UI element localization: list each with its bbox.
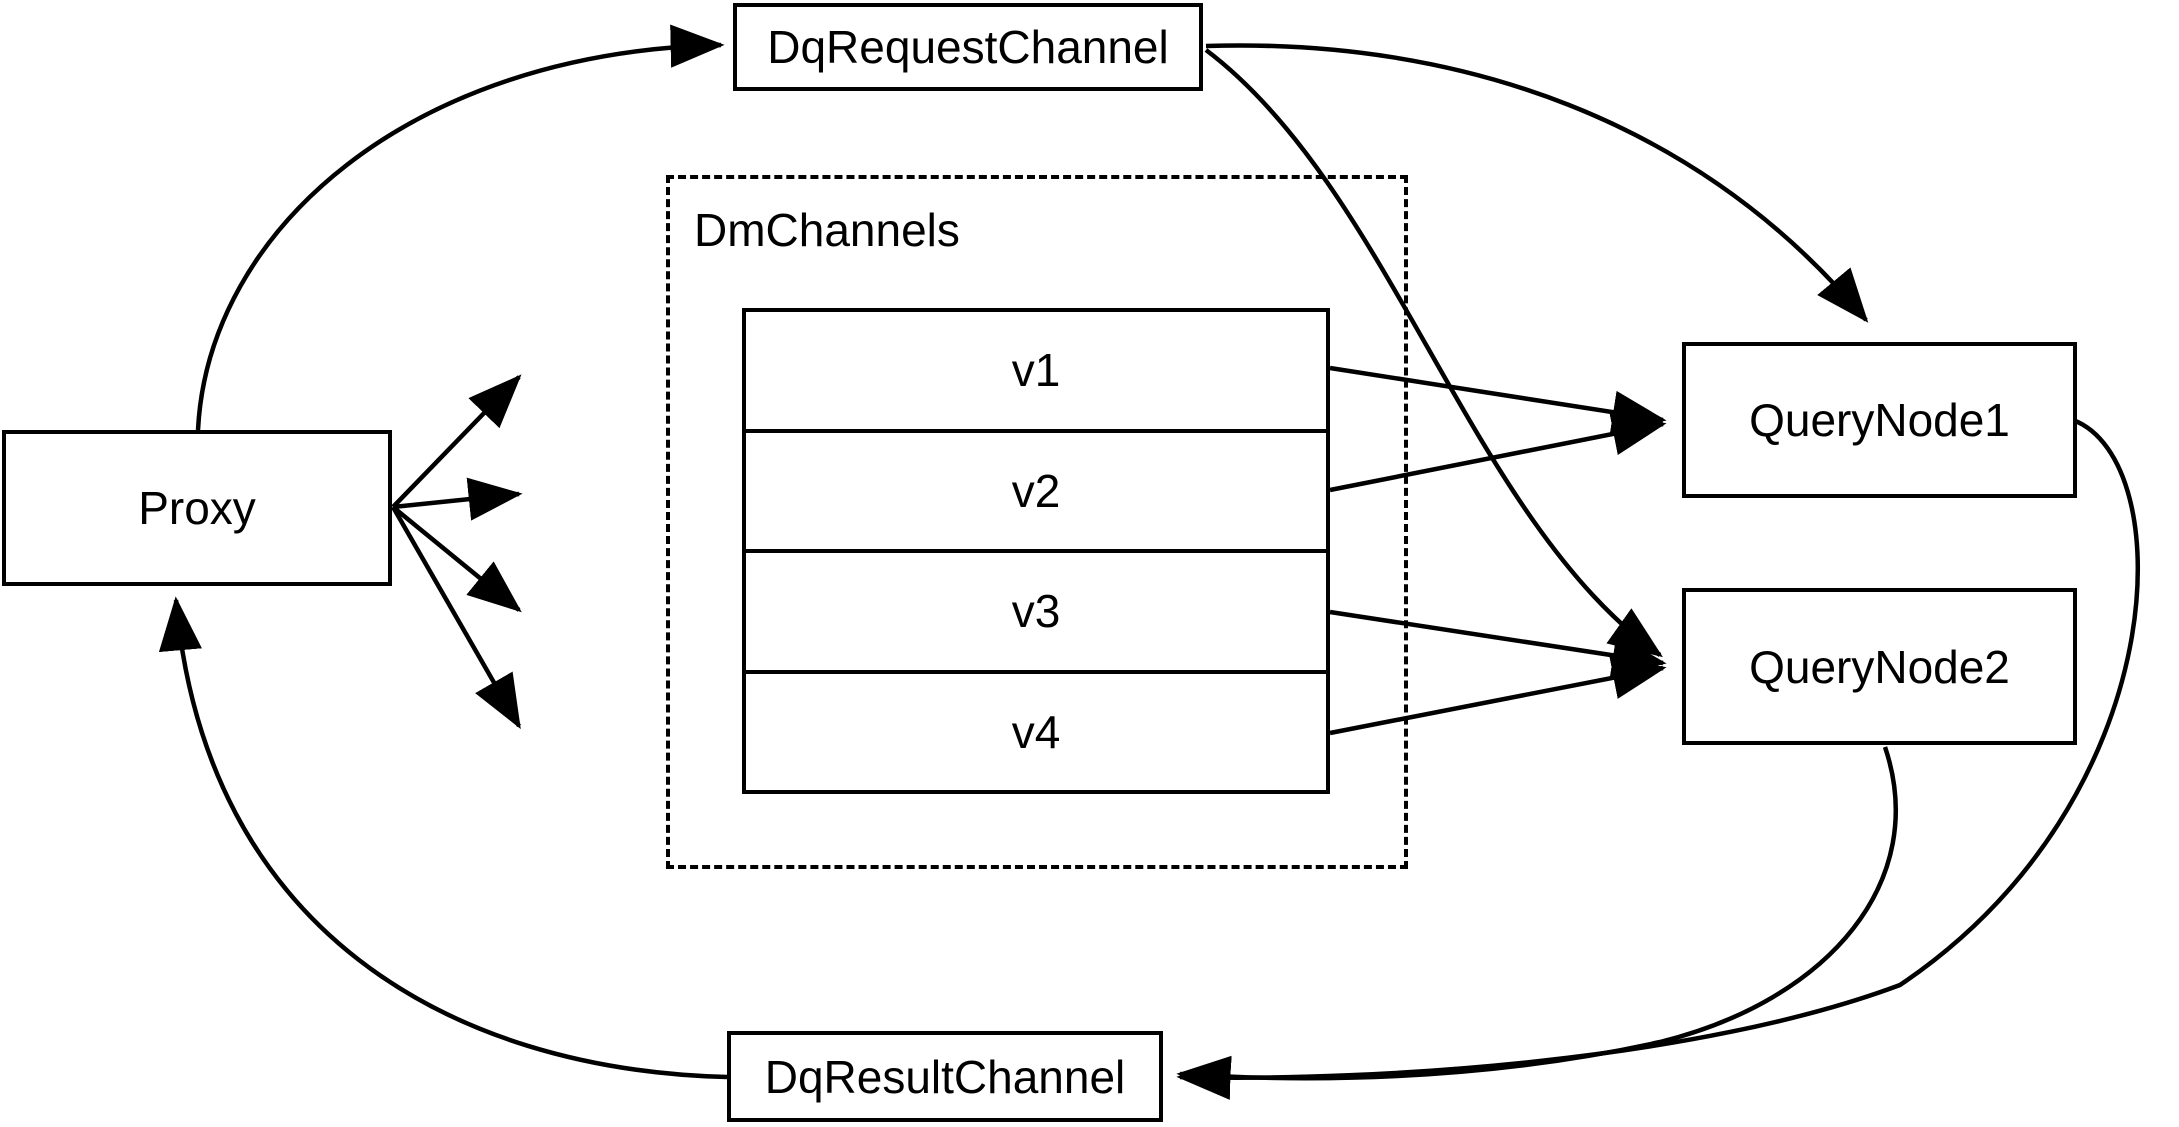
vchannel-label-v1: v1 (1011, 344, 1061, 397)
edge-v2-to-querynode1 (1329, 412, 1667, 493)
node-dq-request-channel-label: DqRequestChannel (767, 21, 1169, 73)
node-query-node-2[interactable]: QueryNode2 (1682, 588, 2077, 745)
edge-dqrequestchannel-to-querynode2 (1204, 48, 1663, 658)
edge-dqresultchannel-to-proxy (158, 596, 728, 1080)
node-proxy[interactable]: Proxy (2, 430, 392, 586)
edge-v3-to-querynode2 (1329, 609, 1667, 677)
vchannel-label-v2: v2 (1011, 464, 1061, 517)
node-query-node-1-label: QueryNode1 (1749, 394, 2010, 446)
node-dq-result-channel-label: DqResultChannel (764, 1050, 1126, 1103)
edge-v4-to-querynode2 (1329, 656, 1667, 736)
edge-proxy-to-v1 (391, 374, 522, 509)
edge-proxy-to-dqrequestchannel (195, 24, 725, 431)
vchannel-row-v4[interactable]: v4 (746, 674, 1326, 791)
edge-proxy-to-v4 (391, 505, 521, 730)
vchannel-row-v2[interactable]: v2 (746, 433, 1326, 553)
edge-v1-to-querynode1 (1329, 365, 1667, 434)
node-query-node-2-label: QueryNode2 (1749, 640, 2010, 693)
dmchannels-group-label: DmChannels (694, 204, 960, 256)
dmchannels-group (666, 175, 1408, 869)
edge-querynode1-to-dqresultchannel (1176, 417, 2141, 1100)
node-query-node-1[interactable]: QueryNode1 (1682, 342, 2077, 498)
dmchannels-vchannel-stack: v1 v2 v3 v4 (742, 308, 1330, 794)
vchannel-row-v1[interactable]: v1 (746, 312, 1326, 433)
edge-querynode2-to-dqresultchannel (1176, 746, 1898, 1099)
node-dq-request-channel[interactable]: DqRequestChannel (733, 3, 1203, 91)
edge-proxy-to-v2 (392, 477, 523, 521)
vchannel-row-v3[interactable]: v3 (746, 553, 1326, 674)
node-dq-result-channel[interactable]: DqResultChannel (727, 1031, 1163, 1122)
edge-dqrequestchannel-to-querynode1 (1205, 43, 1869, 323)
node-proxy-label: Proxy (138, 482, 256, 534)
edge-proxy-to-v3 (391, 505, 522, 613)
vchannel-label-v3: v3 (1011, 585, 1061, 638)
vchannel-label-v4: v4 (1011, 705, 1061, 758)
